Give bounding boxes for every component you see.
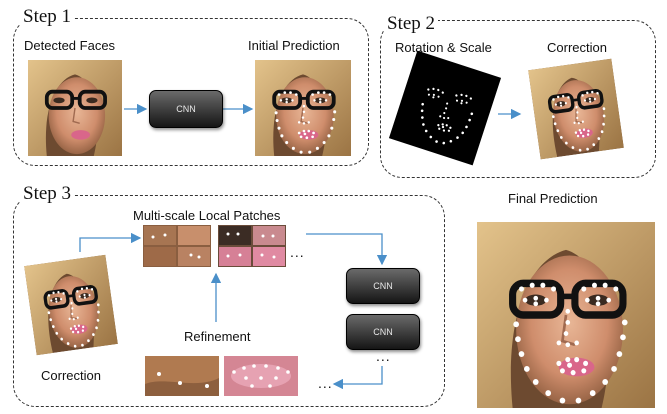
rotation-scale-label: Rotation & Scale xyxy=(395,40,492,55)
refinement-ellipsis: ... xyxy=(318,375,333,391)
refinement-patch-2 xyxy=(224,356,298,396)
patch-group-2 xyxy=(218,225,286,267)
cnn-block-step1: CNN xyxy=(149,90,223,128)
step2-title: Step 2 xyxy=(384,14,439,34)
cnn-block-step3-2: CNN xyxy=(346,314,420,350)
step3-box xyxy=(13,195,445,407)
patch-group-1 xyxy=(143,225,211,267)
refinement-patch-1 xyxy=(145,356,219,396)
step1-box xyxy=(13,18,369,166)
landmark-rotation-image xyxy=(388,50,502,166)
initial-prediction-label: Initial Prediction xyxy=(248,38,340,53)
step2-box xyxy=(380,20,656,178)
patches-ellipsis: ... xyxy=(290,244,305,260)
step3-correction-label: Correction xyxy=(41,368,101,383)
final-prediction-image xyxy=(477,222,655,408)
step3-title: Step 3 xyxy=(20,184,75,204)
final-prediction-label: Final Prediction xyxy=(508,191,598,206)
detected-faces-label: Detected Faces xyxy=(24,38,116,53)
cnn-block-step3-1: CNN xyxy=(346,268,420,304)
step1-title: Step 1 xyxy=(20,7,75,27)
refinement-label: Refinement xyxy=(184,329,251,344)
cnn-ellipsis: ... xyxy=(376,348,391,364)
step2-correction-label: Correction xyxy=(547,40,607,55)
multiscale-patches-label: Multi-scale Local Patches xyxy=(133,208,281,223)
